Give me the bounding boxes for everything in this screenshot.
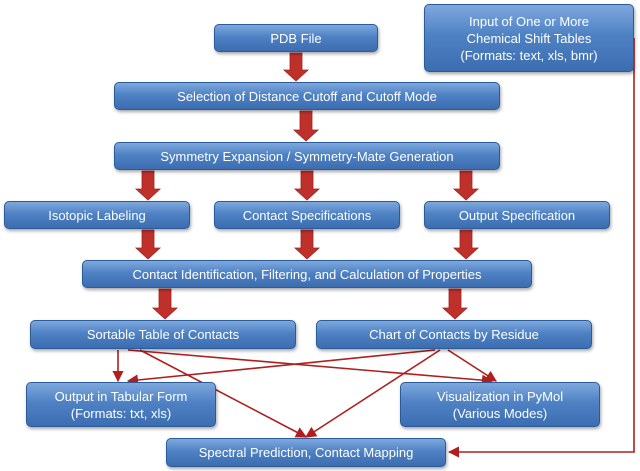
- flow-arrow: [282, 52, 310, 82]
- output-specification-label: Output Specification: [459, 207, 575, 224]
- label-line: PDB File: [270, 30, 322, 46]
- contact-identification-label: Contact Identification, Filtering, and C…: [132, 266, 481, 283]
- contact-specifications-box: Contact Specifications: [214, 201, 400, 229]
- flow-arrow: [134, 229, 162, 260]
- symmetry-expansion-box: Symmetry Expansion / Symmetry-Mate Gener…: [114, 142, 500, 170]
- pymol-visualization-box: Visualization in PyMol(Various Modes): [400, 382, 600, 427]
- label-line: Selection of Distance Cutoff and Cutoff …: [177, 88, 437, 104]
- sortable-table-box: Sortable Table of Contacts: [30, 320, 296, 349]
- label-line: Visualization in PyMol: [436, 388, 564, 404]
- connector-line: [139, 349, 307, 438]
- chart-of-contacts-box: Chart of Contacts by Residue: [316, 320, 592, 349]
- connector-line: [447, 38, 635, 458]
- isotopic-labeling-label: Isotopic Labeling: [48, 207, 146, 224]
- sortable-table-label: Sortable Table of Contacts: [87, 326, 239, 343]
- output-specification-box: Output Specification: [424, 201, 610, 229]
- contact-specifications-label: Contact Specifications: [243, 207, 372, 224]
- connector-lines: [112, 38, 635, 458]
- label-line: Spectral Prediction, Contact Mapping: [198, 445, 414, 460]
- label-line: Isotopic Labeling: [48, 207, 146, 223]
- flow-arrow: [293, 170, 321, 201]
- flow-arrow: [134, 170, 162, 201]
- label-line: (Various Modes): [452, 405, 548, 421]
- label-line: (Formats: txt, xls): [70, 405, 172, 421]
- flow-arrow: [441, 288, 469, 320]
- flow-arrow: [292, 110, 320, 142]
- label-line: Chemical Shift Tables: [466, 30, 592, 46]
- distance-cutoff-box: Selection of Distance Cutoff and Cutoff …: [114, 82, 500, 110]
- connector-line: [447, 349, 497, 382]
- flow-arrow: [452, 170, 480, 201]
- label-line: Input of One or More: [469, 13, 589, 29]
- spectral-prediction-box: Spectral Prediction, Contact Mapping: [166, 438, 446, 467]
- flow-arrow: [151, 288, 179, 320]
- pdb-file-label: PDB File: [270, 30, 321, 47]
- distance-cutoff-label: Selection of Distance Cutoff and Cutoff …: [177, 88, 437, 105]
- label-line: Contact Specifications: [242, 207, 372, 223]
- flow-arrow: [452, 229, 480, 260]
- isotopic-labeling-box: Isotopic Labeling: [4, 201, 190, 229]
- contact-identification-box: Contact Identification, Filtering, and C…: [82, 260, 532, 288]
- label-line: Symmetry Expansion / Symmetry-Mate Gener…: [160, 148, 454, 164]
- label-line: Output Specification: [458, 207, 576, 223]
- chart-of-contacts-label: Chart of Contacts by Residue: [369, 326, 539, 343]
- spectral-prediction-label: Spectral Prediction, Contact Mapping: [199, 444, 414, 461]
- tabular-output-label: Output in Tabular Form(Formats: txt, xls…: [55, 388, 188, 422]
- label-line: Contact Identification, Filtering, and C…: [132, 266, 482, 282]
- flow-arrows: [134, 52, 480, 320]
- symmetry-expansion-label: Symmetry Expansion / Symmetry-Mate Gener…: [160, 148, 453, 165]
- connector-line: [305, 349, 441, 438]
- label-line: Output in Tabular Form: [54, 388, 188, 404]
- pymol-visualization-label: Visualization in PyMol(Various Modes): [437, 388, 563, 422]
- connector-line: [127, 349, 494, 386]
- pdb-file-box: PDB File: [214, 24, 378, 52]
- label-line: Sortable Table of Contacts: [86, 327, 240, 342]
- label-line: (Formats: text, xls, bmr): [460, 47, 598, 63]
- connector-line: [126, 349, 436, 386]
- tabular-output-box: Output in Tabular Form(Formats: txt, xls…: [26, 382, 216, 427]
- flow-arrow: [293, 229, 321, 260]
- label-line: Chart of Contacts by Residue: [369, 327, 539, 342]
